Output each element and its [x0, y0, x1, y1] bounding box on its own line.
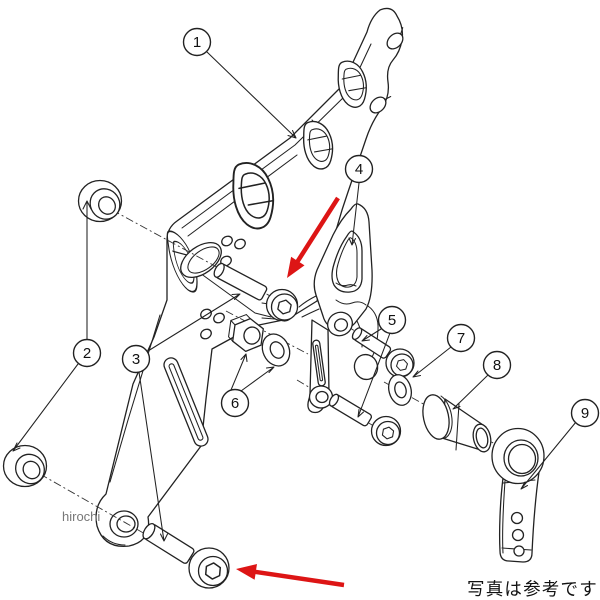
red-arrow-bottom-bolt: [236, 564, 345, 588]
button-bolt-lower: [328, 393, 402, 447]
heel-plate-cutout: [331, 230, 363, 293]
callout-label: 5: [388, 312, 396, 329]
callout-balloon-4: 4: [344, 154, 374, 184]
edge-hole-top: [386, 27, 404, 50]
button-bolt-upper: [351, 327, 415, 378]
callout-label: 3: [132, 351, 140, 368]
callout-balloon-6: 6: [220, 388, 250, 418]
callout-label: 8: [493, 357, 501, 374]
callout-balloon-5: 5: [377, 305, 407, 335]
leader-3-bottom-bolt: [138, 371, 169, 542]
red-arrow-center-bolt: [287, 196, 340, 278]
leader-5-upper: [361, 328, 382, 342]
shift-lever-arm: [491, 427, 545, 563]
reference-caption: 写真は参考です: [467, 580, 598, 600]
lower-right-edge-line: [199, 272, 272, 318]
leader-6-washer: [240, 366, 275, 392]
lever-hole: [510, 511, 524, 525]
left-wing-lines: [298, 295, 320, 318]
socket-bolt-bottom: [142, 522, 230, 589]
washer-center: [261, 333, 291, 367]
right-ear-ring: [353, 353, 379, 381]
callout-balloon-7: 7: [446, 323, 476, 353]
bushing-step-line: [455, 403, 460, 451]
callout-label: 9: [581, 405, 589, 422]
leader-6-nut: [230, 353, 248, 391]
callout-balloon-9: 9: [570, 398, 600, 428]
callout-label: 1: [193, 34, 201, 51]
leader-1: [206, 51, 297, 139]
callout-label: 2: [83, 345, 91, 362]
cutout-floor-line: [335, 282, 357, 287]
highlight-arrows: [236, 196, 345, 588]
callout-balloon-1: 1: [182, 27, 212, 57]
callout-label: 6: [231, 395, 239, 412]
flanged-bushing: [422, 394, 492, 453]
spacer-collar-bottom: [2, 444, 48, 488]
axis-top-left: [111, 209, 297, 311]
lever-eye-bore: [507, 443, 537, 475]
leader-3-center-bolt: [147, 293, 241, 352]
callout-label: 4: [355, 161, 363, 178]
spacer-collar-top: [77, 179, 123, 223]
center-hub: [327, 311, 353, 337]
edge-hole-second: [369, 95, 392, 114]
leader-2-down: [12, 363, 79, 452]
lever-hole: [511, 528, 525, 542]
main-mount-hole: [180, 241, 222, 279]
watermark-text: hirochi: [62, 509, 100, 524]
foot-hub: [307, 385, 334, 414]
washer-right: [387, 374, 413, 406]
leader-lines: [12, 51, 577, 542]
leader-9: [520, 421, 577, 490]
adjustment-slot: [163, 357, 209, 447]
leader-4: [348, 182, 360, 246]
bottom-boss: [102, 510, 139, 546]
wing-fold-line: [335, 299, 367, 306]
bushing-flange: [422, 394, 450, 440]
callout-balloon-2: 2: [72, 338, 102, 368]
heel-plate: [298, 203, 379, 414]
callout-balloon-8: 8: [482, 350, 512, 380]
hex-nut: [228, 314, 264, 352]
callout-label: 7: [457, 330, 465, 347]
callout-balloon-3: 3: [121, 344, 151, 374]
lever-hole: [513, 545, 525, 557]
leader-8: [452, 374, 489, 410]
small-hole-cluster-lower: [200, 308, 225, 340]
leader-2-up: [82, 200, 92, 340]
leader-7: [412, 346, 452, 378]
leader-5-lower: [357, 332, 391, 418]
socket-bolt-center: [213, 262, 299, 322]
